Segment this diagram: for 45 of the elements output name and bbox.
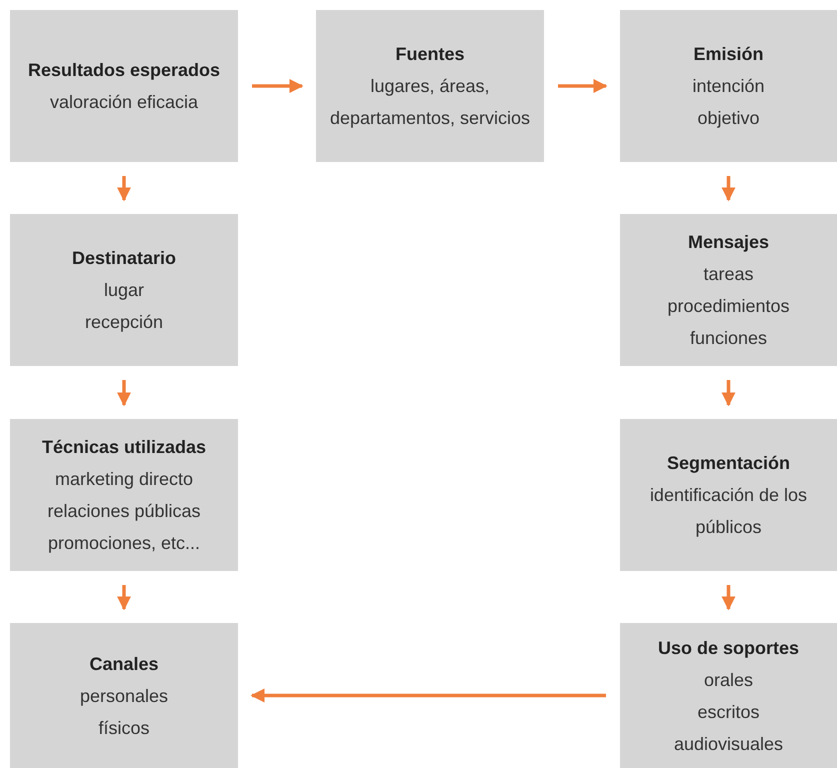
arrow bbox=[250, 688, 606, 702]
process-box bbox=[316, 10, 544, 162]
box-text: relaciones públicas bbox=[47, 500, 201, 523]
box-text: lugares, áreas, departamentos, servicios bbox=[328, 75, 532, 130]
box-text: tareas bbox=[703, 263, 754, 286]
box-text: promociones, etc... bbox=[48, 532, 200, 555]
box-text: objetivo bbox=[697, 107, 760, 130]
arrow bbox=[117, 176, 131, 202]
process-box bbox=[620, 419, 837, 571]
box-text: procedimientos bbox=[667, 295, 790, 318]
arrow bbox=[558, 79, 608, 93]
arrow bbox=[722, 380, 736, 406]
box-text: identificación de los públicos bbox=[648, 484, 808, 539]
process-box bbox=[10, 214, 238, 366]
box-heading: Mensajes bbox=[688, 231, 770, 254]
arrow bbox=[722, 585, 736, 610]
box-text: audiovisuales bbox=[674, 732, 784, 756]
box-text: orales bbox=[704, 668, 754, 692]
box-heading: Uso de soportes bbox=[658, 636, 800, 660]
arrow bbox=[722, 176, 736, 202]
process-box bbox=[10, 419, 238, 571]
arrow bbox=[117, 585, 131, 610]
process-box bbox=[10, 10, 238, 162]
box-heading: Destinatario bbox=[72, 247, 176, 270]
box-text: recepción bbox=[84, 311, 164, 334]
arrow bbox=[252, 79, 304, 93]
box-text: intención bbox=[692, 75, 765, 98]
box-text: marketing directo bbox=[54, 468, 194, 491]
process-box bbox=[620, 623, 837, 768]
box-heading: Técnicas utilizadas bbox=[42, 436, 206, 459]
process-box bbox=[620, 214, 837, 366]
box-heading: Resultados esperados bbox=[28, 59, 220, 82]
process-box bbox=[10, 623, 238, 768]
box-text: físicos bbox=[98, 716, 150, 740]
box-heading: Canales bbox=[89, 652, 159, 676]
process-box bbox=[620, 10, 837, 162]
box-text: lugar bbox=[104, 279, 144, 302]
arrow bbox=[117, 380, 131, 406]
box-heading: Segmentación bbox=[666, 452, 790, 475]
box-text: funciones bbox=[690, 327, 768, 350]
box-text: valoración eficacia bbox=[50, 91, 198, 114]
box-heading: Emisión bbox=[693, 43, 764, 66]
box-text: escritos bbox=[697, 700, 760, 724]
box-heading: Fuentes bbox=[395, 43, 464, 66]
box-text: personales bbox=[80, 684, 168, 708]
